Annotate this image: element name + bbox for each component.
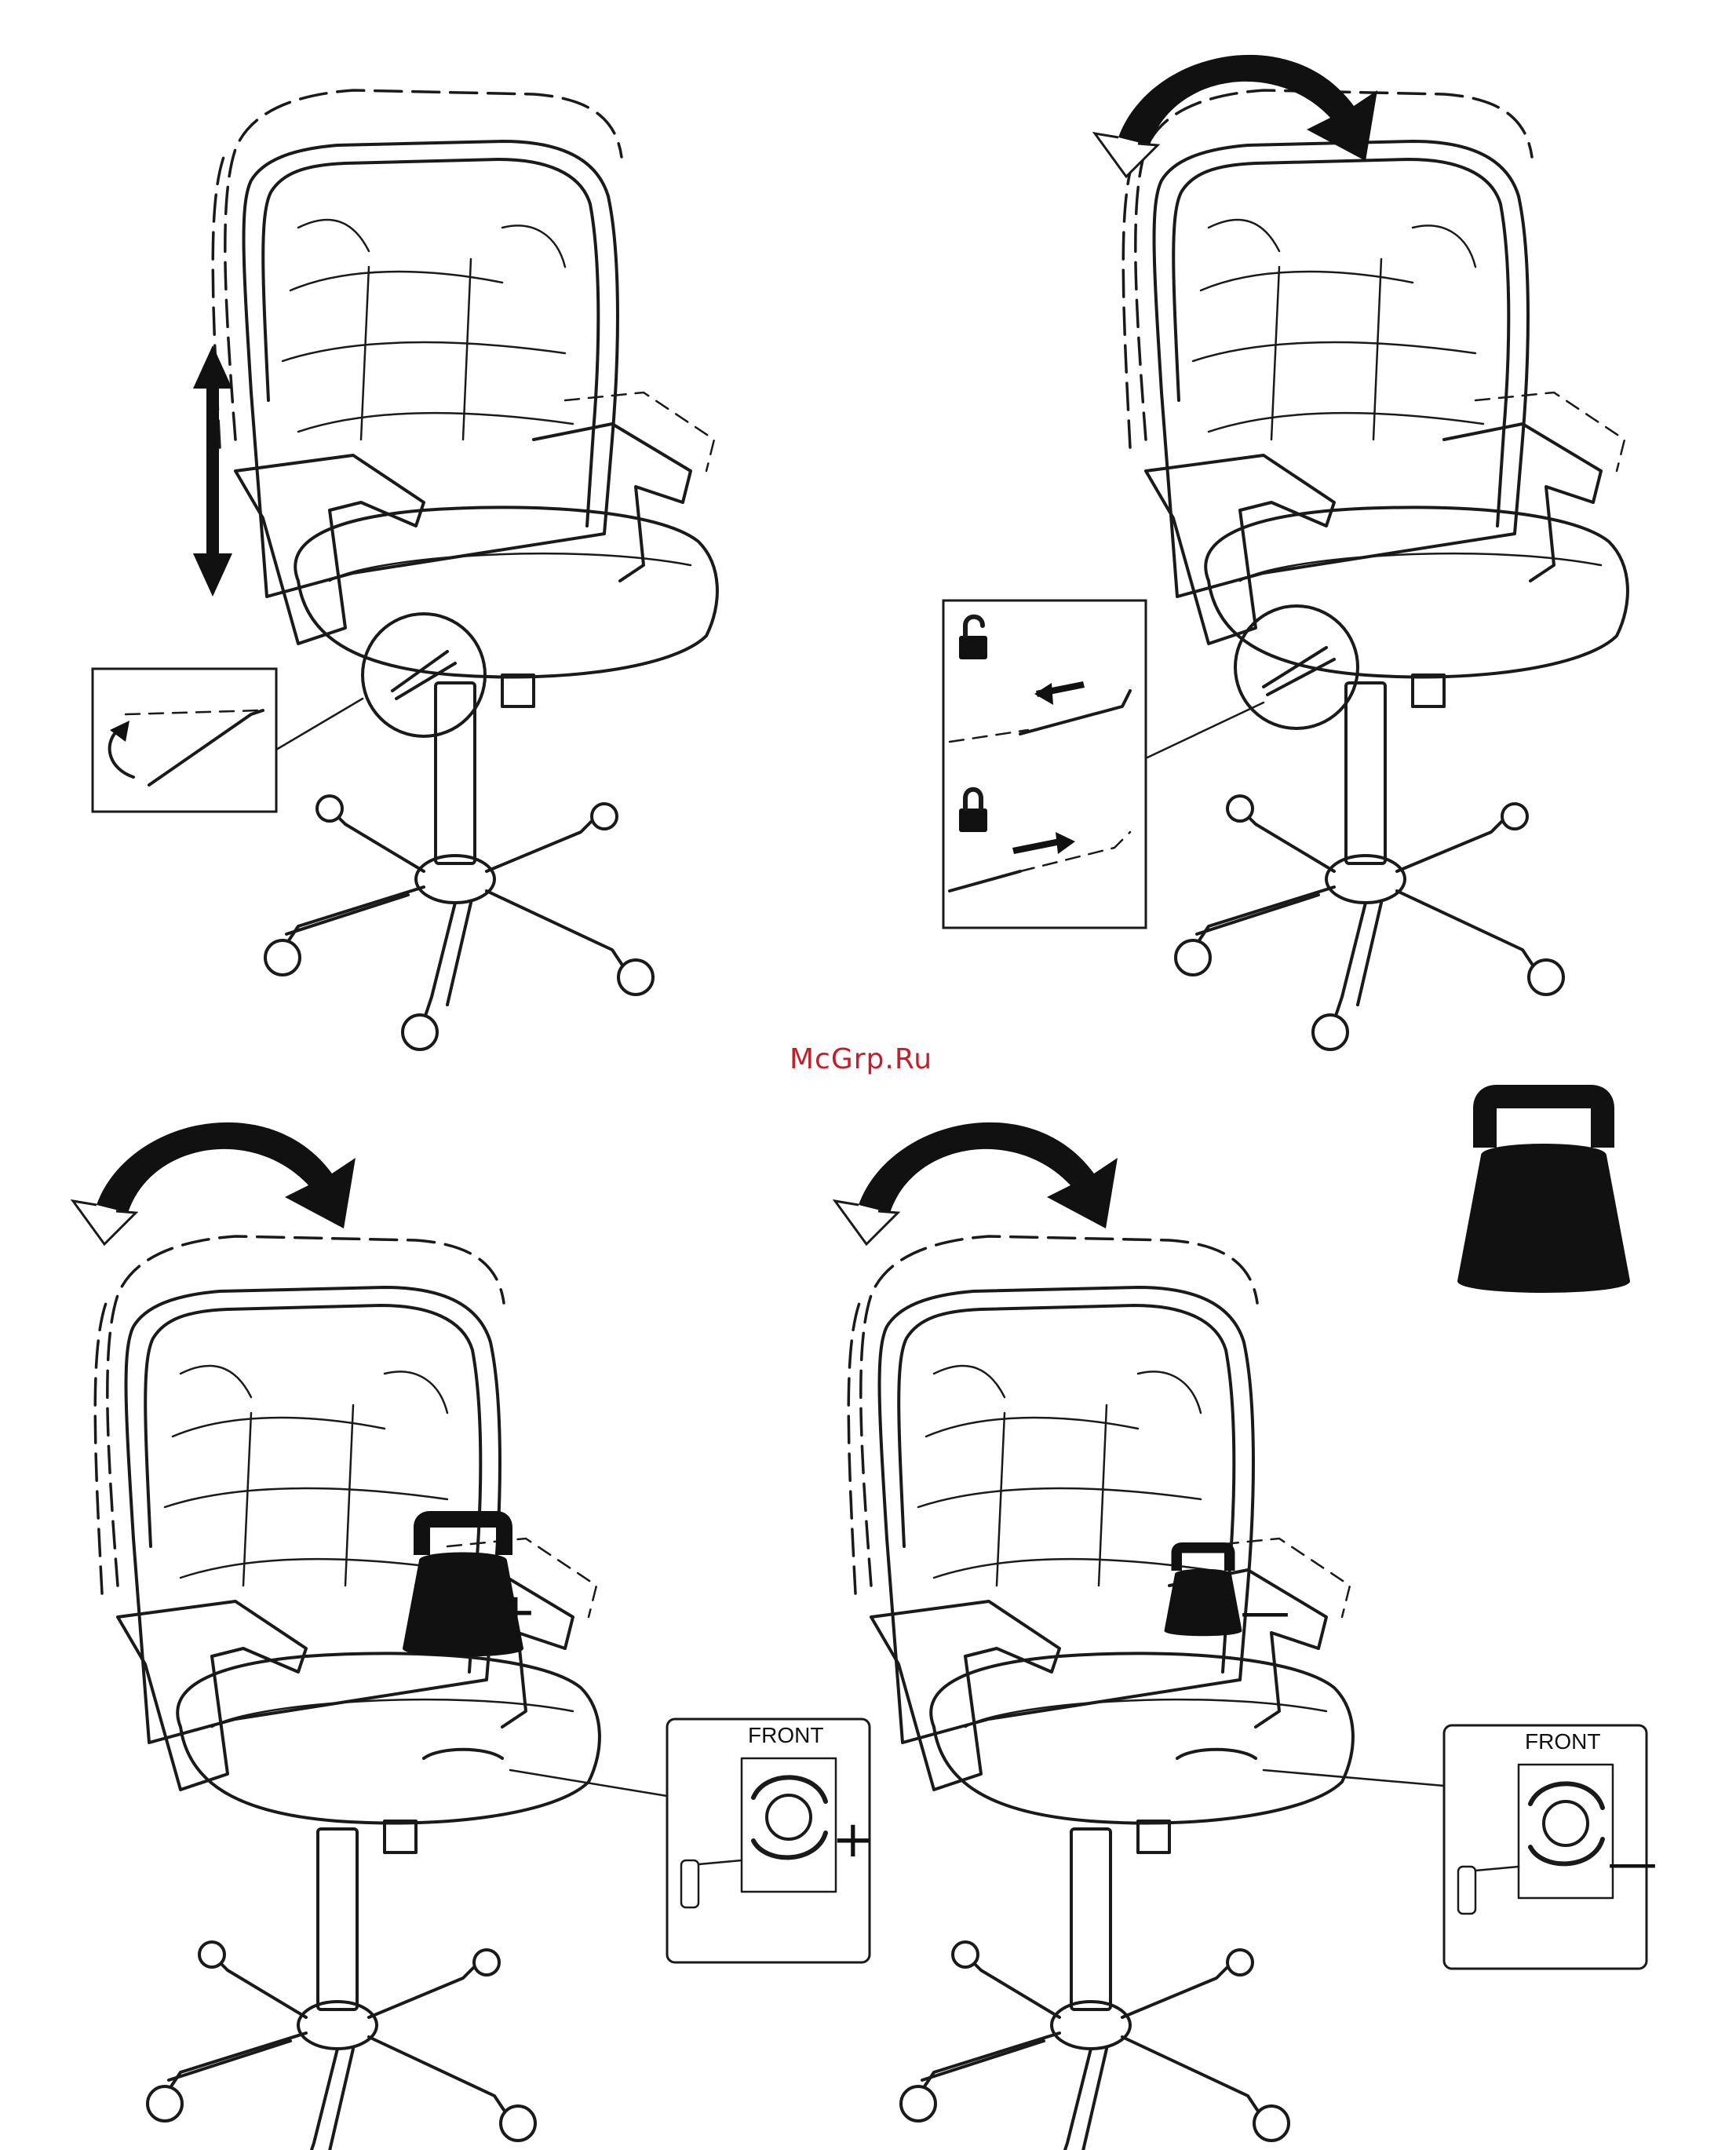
tilt-arrow-icon <box>73 1122 356 1244</box>
weight-small-icon <box>1165 1542 1242 1636</box>
height-arrow-icon <box>193 345 232 597</box>
decrease-sign-inset: — <box>1607 1834 1658 1893</box>
increase-sign: + <box>494 1583 537 1641</box>
front-label: FRONT <box>1525 1729 1600 1754</box>
panel-tilt-lock <box>943 55 1628 1049</box>
lever-inset <box>93 669 276 812</box>
weight-icon <box>1457 1085 1630 1293</box>
panel-tension-increase: + FRONT + <box>73 1122 874 2150</box>
tension-knob-arrow-icon <box>424 1750 502 1758</box>
front-label: FRONT <box>748 1723 823 1747</box>
panel-height-adjust <box>93 90 717 1049</box>
tilt-arrow-icon <box>835 1122 1118 1244</box>
watermark: McGrp.Ru <box>790 1043 932 1075</box>
tilt-arrow-icon <box>1095 55 1377 177</box>
increase-sign-inset: + <box>832 1811 874 1869</box>
decrease-sign: — <box>1240 1583 1290 1641</box>
tension-knob-arrow-icon <box>1177 1750 1256 1758</box>
